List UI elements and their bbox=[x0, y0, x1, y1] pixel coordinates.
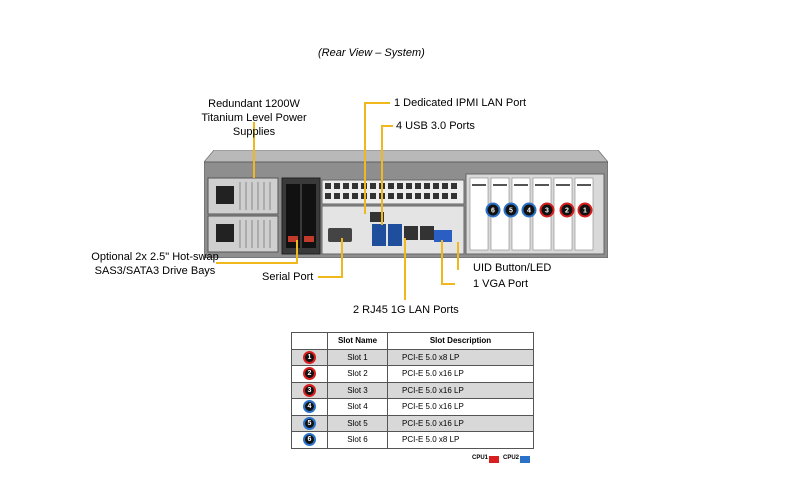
chassis-badge-3: 3 bbox=[545, 208, 549, 215]
slot-badge: 4 bbox=[303, 400, 316, 414]
callout-serial: Serial Port bbox=[262, 271, 314, 283]
chassis-badge-6: 6 bbox=[491, 208, 495, 215]
leader-usb bbox=[381, 125, 383, 225]
table-header-num bbox=[291, 332, 328, 350]
slot-desc: PCI-E 5.0 x16 LP bbox=[387, 381, 534, 399]
leader-uid bbox=[457, 242, 459, 270]
table-row: 4 Slot 4 PCI-E 5.0 x16 LP bbox=[291, 398, 534, 416]
slot-name: Slot 2 bbox=[327, 365, 388, 383]
callout-ipmi: 1 Dedicated IPMI LAN Port bbox=[394, 97, 527, 109]
slot-badge: 1 bbox=[303, 350, 316, 364]
slot-table: Slot Name Slot Description 1 Slot 1 PCI-… bbox=[291, 332, 534, 449]
diagram-title: (Rear View – System) bbox=[318, 47, 425, 59]
slot-badge: 6 bbox=[303, 433, 316, 447]
table-header-slot-name: Slot Name bbox=[327, 332, 388, 350]
slot-desc: PCI-E 5.0 x16 LP bbox=[387, 365, 534, 383]
slot-desc: PCI-E 5.0 x8 LP bbox=[387, 431, 534, 449]
leader-lan bbox=[404, 238, 406, 300]
leader-vga-h bbox=[441, 283, 455, 285]
slot-name: Slot 4 bbox=[327, 398, 388, 416]
legend-cpu1-swatch bbox=[489, 456, 499, 463]
leader-usb-h bbox=[381, 125, 393, 127]
table-row: 1 Slot 1 PCI-E 5.0 x8 LP bbox=[291, 348, 534, 366]
leader-serial bbox=[341, 238, 343, 278]
leader-ipmi bbox=[364, 102, 366, 214]
slot-name: Slot 5 bbox=[327, 414, 388, 432]
leader-vga bbox=[441, 240, 443, 284]
legend-cpu1-label: CPU1 bbox=[472, 455, 489, 461]
table-row: 5 Slot 5 PCI-E 5.0 x16 LP bbox=[291, 414, 534, 432]
callout-vga: 1 VGA Port bbox=[473, 278, 529, 290]
table-header-slot-desc: Slot Description bbox=[387, 332, 534, 350]
chassis-badge-1: 1 bbox=[583, 208, 587, 215]
slot-name: Slot 3 bbox=[327, 381, 388, 399]
table-header-row: Slot Name Slot Description bbox=[291, 332, 534, 350]
legend-cpu2-swatch bbox=[520, 456, 530, 463]
slot-desc: PCI-E 5.0 x16 LP bbox=[387, 398, 534, 416]
leader-drive bbox=[216, 262, 298, 264]
leader-drive-v bbox=[296, 240, 298, 264]
leader-psu bbox=[253, 122, 255, 178]
leader-ipmi-h bbox=[364, 102, 390, 104]
chassis-badge-5: 5 bbox=[509, 208, 513, 215]
slot-badge: 3 bbox=[303, 383, 316, 397]
callout-drive-bays: Optional 2x 2.5" Hot-swap SAS3/SATA3 Dri… bbox=[91, 251, 219, 277]
slot-desc: PCI-E 5.0 x16 LP bbox=[387, 414, 534, 432]
callout-usb: 4 USB 3.0 Ports bbox=[396, 120, 475, 132]
slot-name: Slot 1 bbox=[327, 348, 388, 366]
slot-badge: 2 bbox=[303, 367, 316, 381]
chassis-badge-2: 2 bbox=[565, 208, 569, 215]
io-panel bbox=[321, 205, 465, 255]
table-row: 3 Slot 3 PCI-E 5.0 x16 LP bbox=[291, 381, 534, 399]
server-rear-chassis: 6 5 4 3 2 1 bbox=[204, 150, 608, 258]
table-row: 2 Slot 2 PCI-E 5.0 x16 LP bbox=[291, 365, 534, 383]
chassis-badge-4: 4 bbox=[527, 208, 531, 215]
callout-lan: 2 RJ45 1G LAN Ports bbox=[353, 304, 459, 316]
power-supply-unit bbox=[207, 177, 279, 253]
slot-desc: PCI-E 5.0 x8 LP bbox=[387, 348, 534, 366]
slot-name: Slot 6 bbox=[327, 431, 388, 449]
callout-psu: Redundant 1200W Titanium Level Power Sup… bbox=[201, 98, 307, 138]
slot-badge: 5 bbox=[303, 416, 316, 430]
leader-serial-h bbox=[318, 276, 343, 278]
legend-cpu2-label: CPU2 bbox=[503, 455, 520, 461]
callout-uid: UID Button/LED bbox=[473, 262, 552, 274]
table-row: 6 Slot 6 PCI-E 5.0 x8 LP bbox=[291, 431, 534, 449]
drive-bays bbox=[281, 177, 321, 255]
